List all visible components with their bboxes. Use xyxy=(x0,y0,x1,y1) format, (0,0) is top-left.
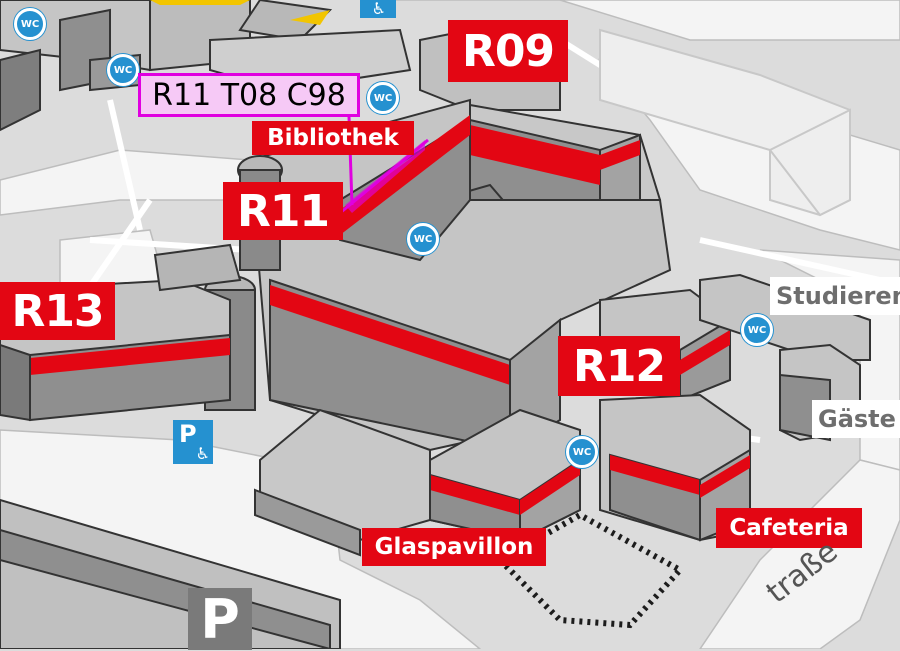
parking-garage-icon: P xyxy=(188,588,252,651)
wc-icon: WC xyxy=(367,82,399,114)
wc-icon: WC xyxy=(14,8,46,40)
label-gaeste: Gäste xyxy=(812,400,900,438)
outline-building xyxy=(599,28,851,217)
wc-icon: WC xyxy=(741,314,773,346)
parking-letter: P xyxy=(179,420,197,448)
label-glaspavillon: Glaspavillon xyxy=(362,528,546,566)
label-r11: R11 xyxy=(223,182,343,240)
wc-icon: WC xyxy=(407,223,439,255)
label-studieren: Studieren xyxy=(770,277,900,315)
building-glaspavillon xyxy=(254,408,431,557)
wheelchair-icon: ♿ xyxy=(195,444,210,463)
annotation-label: R11 T08 C98 xyxy=(138,73,360,117)
accessible-parking-icon: P ♿ xyxy=(173,420,213,464)
label-r13: R13 xyxy=(0,282,115,340)
wc-icon: WC xyxy=(566,436,598,468)
wheelchair-glyph: ♿ xyxy=(371,0,386,18)
label-bibliothek: Bibliothek xyxy=(252,121,414,155)
label-r12: R12 xyxy=(558,336,680,396)
label-r09: R09 xyxy=(448,20,568,82)
wc-icon: WC xyxy=(107,54,139,86)
label-cafeteria: Cafeteria xyxy=(716,508,862,548)
wheelchair-icon: ♿ xyxy=(360,0,396,18)
